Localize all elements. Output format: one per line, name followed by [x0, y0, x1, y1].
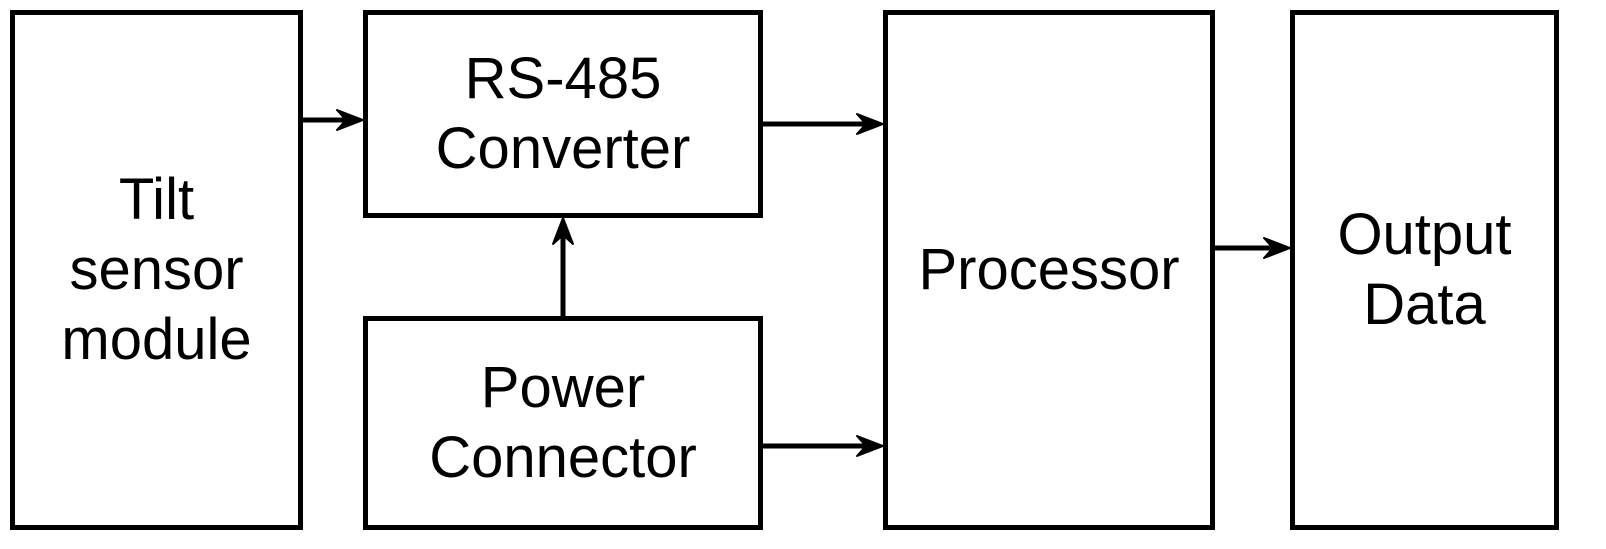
- rs485-label-line-2: Converter: [435, 116, 691, 181]
- arrowhead-power-to-processor: [856, 435, 884, 457]
- processor-block: Processor: [883, 10, 1215, 530]
- power-label-line-1: Power: [480, 355, 646, 420]
- output-data-block: Output Data: [1290, 10, 1559, 530]
- output-label-line-2: Data: [1363, 272, 1486, 337]
- arrowhead-rs485-to-processor: [856, 113, 884, 135]
- tilt-sensor-module-block: Tilt sensor module: [10, 10, 303, 530]
- arrowhead-tilt-to-rs485: [336, 109, 364, 131]
- arrowhead-power-to-rs485: [552, 217, 574, 245]
- processor-label-line-1: Processor: [918, 237, 1180, 302]
- tilt-sensor-label-line-3: module: [61, 307, 252, 372]
- output-label-line-1: Output: [1337, 202, 1512, 267]
- tilt-sensor-label-line-2: sensor: [69, 237, 244, 302]
- rs485-label-line-1: RS-485: [464, 46, 662, 111]
- power-connector-block: Power Connector: [363, 316, 763, 530]
- power-label-line-2: Connector: [429, 425, 697, 490]
- arrowhead-processor-to-output: [1263, 237, 1291, 259]
- rs485-converter-block: RS-485 Converter: [363, 10, 763, 218]
- tilt-sensor-label-line-1: Tilt: [118, 167, 195, 232]
